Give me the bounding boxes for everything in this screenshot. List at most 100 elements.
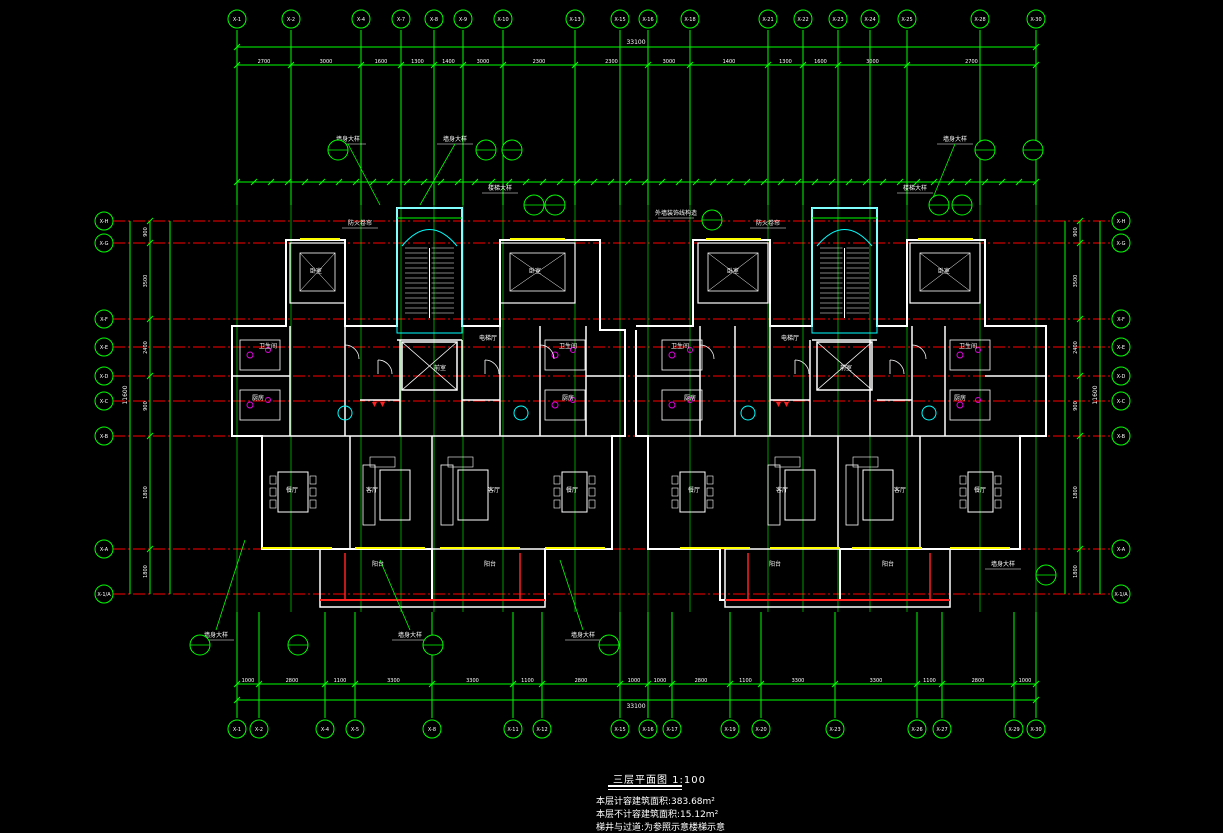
section-marker-3 [921, 405, 937, 421]
dim-bottom-segment: 3300 [466, 678, 479, 684]
axis-bubble-left-x-g [94, 233, 114, 253]
chair [959, 475, 967, 485]
axis-label-bottom-x-30: X-30 [1030, 727, 1041, 733]
dim-tick [301, 178, 309, 186]
dim-tick [794, 178, 802, 186]
chair [706, 499, 714, 509]
axis-label-right-x-a: X-A [1117, 547, 1126, 553]
axis-bubble-bottom-x-5 [345, 719, 365, 739]
axis-label-left-x-1-a: X-1/A [97, 592, 111, 598]
dim-tick [522, 178, 530, 186]
axis-bubble-bottom-x-16 [638, 719, 658, 739]
axis-bubble-top-x-7 [391, 9, 411, 29]
room-label: 餐厅 [688, 486, 700, 494]
axis-bubble-right-x-c [1111, 391, 1131, 411]
chair [671, 499, 679, 509]
fixture-circle [975, 347, 981, 353]
leader-line-1 [419, 143, 456, 206]
dim-tick [828, 178, 836, 186]
tv-unit [774, 456, 801, 468]
chair [706, 487, 714, 497]
dim-tick [903, 61, 911, 69]
dim-tick [834, 61, 842, 69]
axis-bubble-bottom-x-20 [751, 719, 771, 739]
area-note-3: 梯井与过道:为参照示意楼梯示意 [596, 823, 726, 833]
fixture-circle [687, 397, 693, 403]
room-label: 餐厅 [286, 486, 298, 494]
door-swing-3 [911, 344, 927, 360]
dim-tick [351, 680, 359, 688]
axis-bubble-bottom-x-30 [1026, 719, 1046, 739]
axis-bubble-bottom-x-19 [720, 719, 740, 739]
leader-line-3 [379, 559, 411, 631]
tv-unit [369, 456, 396, 468]
axis-bubble-left-x-a [94, 539, 114, 559]
dim-tick [1032, 696, 1040, 704]
elevator-shaft-0 [401, 341, 458, 391]
dim-tick [1032, 178, 1040, 186]
dim-tick [146, 545, 154, 553]
axis-label-top-x-4: X-4 [357, 17, 365, 23]
fixture-block-7 [949, 389, 991, 421]
leader-line-0 [347, 143, 381, 206]
dim-left-segment: 2400 [143, 341, 149, 354]
dim-tick [146, 432, 154, 440]
callout-label: 墙身大样 [204, 631, 228, 639]
chair [553, 499, 561, 509]
room-label: 厨房 [954, 394, 966, 402]
dim-tick [764, 61, 772, 69]
dim-left-segment: 900 [143, 401, 149, 411]
dim-tick [571, 61, 579, 69]
dim-tick [590, 178, 598, 186]
dim-top-segment: 1600 [814, 59, 827, 65]
dim-tick [335, 178, 343, 186]
stair-core-1 [811, 207, 878, 334]
axis-label-bottom-x-11: X-11 [507, 727, 518, 733]
dim-bottom-segment: 1100 [739, 678, 752, 684]
bed-x [919, 252, 971, 292]
room-label: 卧室 [310, 267, 322, 275]
tv-unit [852, 456, 879, 468]
dim-tick [938, 680, 946, 688]
room-label: 卧室 [727, 267, 739, 275]
dim-tick [1010, 680, 1018, 688]
room-label: 阳台 [882, 560, 894, 568]
dim-tick [284, 178, 292, 186]
fixture-circle [668, 351, 676, 359]
dim-right-segment: 2400 [1073, 341, 1079, 354]
dim-left-segment: 900 [143, 227, 149, 237]
dim-tick [146, 239, 154, 247]
fixture-circle [668, 401, 676, 409]
axis-label-top-x-18: X-18 [684, 17, 695, 23]
room-label: 厨房 [684, 394, 696, 402]
bed [707, 252, 759, 292]
bed [299, 252, 336, 292]
axis-bubble-left-x-c [94, 391, 114, 411]
axis-label-bottom-x-1: X-1 [233, 727, 241, 733]
chair [959, 499, 967, 509]
axis-bubble-right-x-g [1111, 233, 1131, 253]
leader-line-5 [215, 539, 246, 631]
dim-tick [641, 178, 649, 186]
dim-bottom-segment: 2800 [575, 678, 588, 684]
stair-arc [401, 229, 458, 247]
dim-tick [233, 43, 241, 51]
dim-overall-bottom-text: 33100 [626, 703, 645, 710]
fixture-circle [687, 347, 693, 353]
axis-label-bottom-x-23: X-23 [829, 727, 840, 733]
dim-tick [233, 178, 241, 186]
sofa [845, 464, 859, 526]
callout-label: 外墙装饰线构造 [655, 209, 697, 217]
red-marker-1 [380, 402, 385, 407]
dim-tick [250, 178, 258, 186]
section-marker-0 [337, 405, 353, 421]
axis-bubble-top-x-16 [638, 9, 658, 29]
dim-tick [471, 178, 479, 186]
fixture-circle [265, 347, 271, 353]
coffee-table-1 [457, 469, 489, 521]
dim-tick [831, 680, 839, 688]
room-label: 餐厅 [566, 486, 578, 494]
fixture-circle [551, 401, 559, 409]
axis-bubble-top-x-2 [281, 9, 301, 29]
